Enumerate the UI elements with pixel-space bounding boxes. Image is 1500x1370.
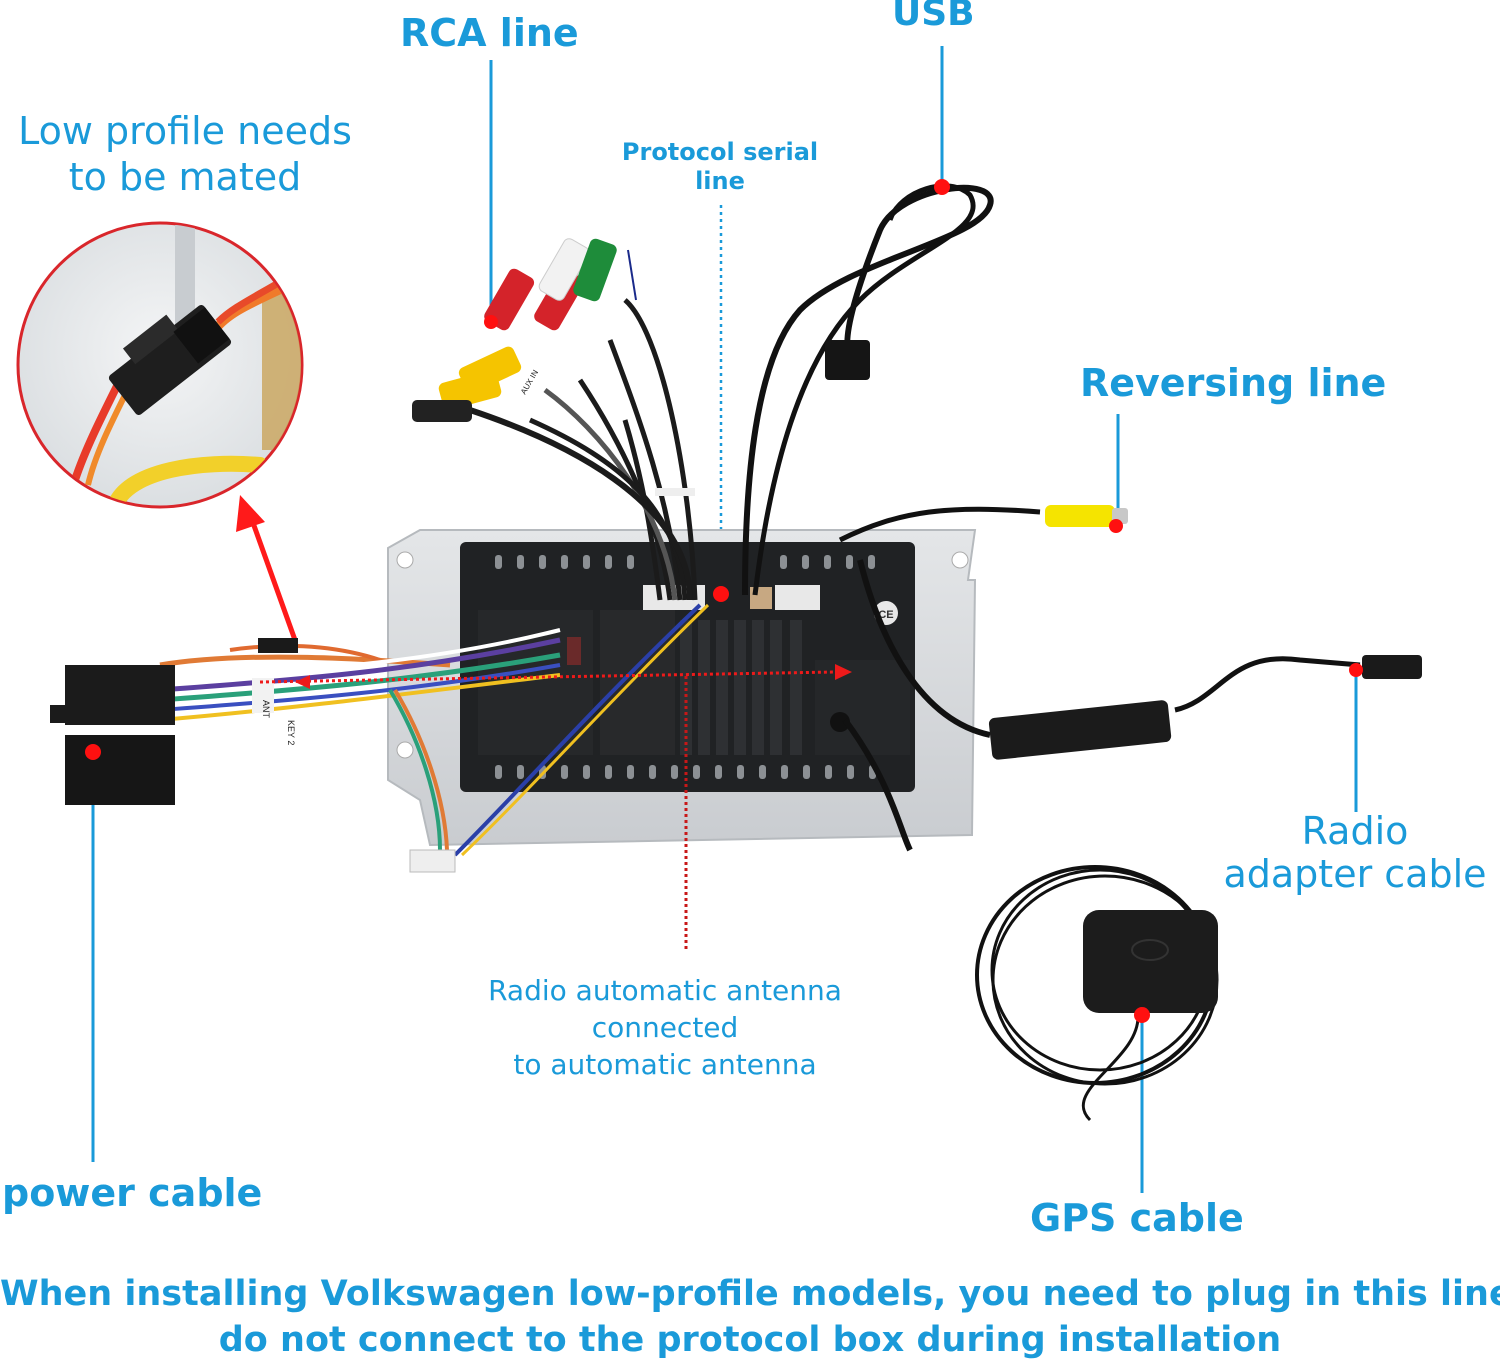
gps-cable: [842, 718, 1219, 1122]
reversing-cable: [838, 505, 1128, 543]
radio-antenna-label: Radio automatic antenna connected to aut…: [488, 974, 842, 1082]
radio-adapter-marker-dot: [1349, 663, 1363, 677]
usb-marker-dot: [934, 179, 950, 195]
radio-adapter-cable: [857, 559, 1422, 760]
protocol-serial-line-label: Protocol serial line: [621, 138, 819, 195]
low-profile-connector-zoom: [16, 221, 304, 509]
harness-white-plug: [409, 849, 456, 873]
vent-slots-top: [495, 555, 875, 569]
usb-label: USB: [892, 0, 975, 34]
heatsink-fins: [478, 610, 910, 755]
vent-slots-bottom: [495, 765, 876, 779]
rca-cable-bundle: [412, 238, 698, 601]
ant-tag-label: ANT: [261, 700, 271, 719]
usb-plug: [825, 340, 870, 380]
reversing-line-label: Reversing line: [1080, 361, 1387, 405]
red-pointer-arrow: [236, 495, 298, 641]
gps-marker-dot: [1134, 1007, 1150, 1023]
low-profile-connector: [258, 638, 298, 653]
radio-adapter-plug: [1362, 655, 1422, 679]
antenna-dotted-path: [259, 664, 852, 950]
key2-tag-label: KEY 2: [286, 720, 296, 745]
iso-connector-lower: [65, 735, 175, 805]
low-profile-label: Low profile needs to be mated: [18, 109, 352, 200]
reversing-rca-plug: [1045, 505, 1115, 527]
power-cable-label: power cable: [2, 1171, 263, 1215]
radio-adapter-cable-label: Radio adapter cable: [1223, 809, 1487, 896]
rca-line-label: RCA line: [400, 11, 579, 55]
iso-connector-upper: [65, 665, 175, 725]
connector-block-right: [775, 585, 820, 610]
fuse: [567, 637, 581, 665]
installation-note: When installing Volkswagen low-profile m…: [0, 1274, 1500, 1360]
antenna-port: [830, 712, 850, 732]
reversing-marker-dot: [1109, 519, 1123, 533]
radio-adapter-box: [988, 700, 1172, 760]
gps-antenna-module: [1083, 910, 1218, 1013]
ant-tag: [252, 678, 274, 713]
rca-marker-dot: [484, 315, 498, 329]
leader-lines: [91, 46, 1358, 1193]
head-unit-back: CE: [387, 529, 977, 847]
gps-logo-icon: [1131, 939, 1169, 961]
protocol-marker-dot: [713, 586, 729, 602]
gps-cable-label: GPS cable: [1030, 1196, 1244, 1240]
marker-dots: [85, 179, 1363, 1023]
power-marker-dot: [85, 744, 101, 760]
svg-text:CE: CE: [878, 609, 893, 621]
cable-tie: [655, 488, 695, 496]
aux-in-tag-label: AUX IN: [519, 368, 540, 396]
power-harness: [50, 603, 710, 873]
